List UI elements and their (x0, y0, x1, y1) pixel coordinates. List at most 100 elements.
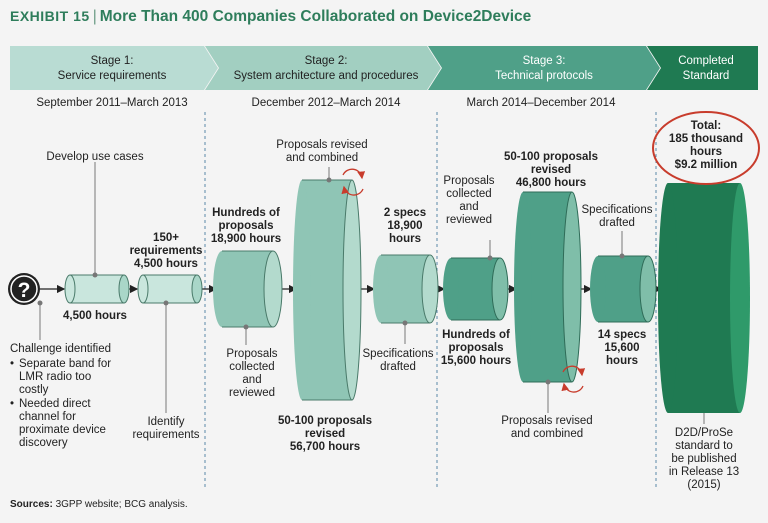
stage3-dates: March 2014–December 2014 (467, 97, 617, 109)
s3-collected-line2: collected (446, 188, 491, 200)
stage2-cylinder-small (213, 250, 283, 328)
stage2-cylinder-big (293, 179, 362, 401)
total-highlight-circle (652, 111, 760, 185)
challenge-bullets: • Separate band for LMR radio too costly… (10, 358, 111, 449)
s3-collected-line1: Proposals (443, 175, 494, 187)
s3-collected-line4: reviewed (446, 214, 492, 226)
final-line2: standard to (675, 440, 733, 452)
bullet2-line2: channel for (19, 411, 76, 423)
exhibit-number: Exhibit 15 (10, 8, 90, 24)
requirements-line3: 4,500 hours (134, 258, 198, 270)
stage-banner: Stage 1: Service requirements Stage 2: S… (10, 46, 758, 90)
s2-big-line2: revised (305, 428, 345, 440)
question-glyph: ? (18, 279, 31, 302)
s2-collected-line4: reviewed (229, 387, 275, 399)
identify-line1: Identify (147, 416, 184, 428)
develop-use-cases-label: Develop use cases (46, 151, 143, 163)
s3-drafted-line1: Specifications (582, 204, 653, 216)
bullet1-dot: • (10, 358, 14, 370)
leader-lines (39, 162, 705, 424)
stage1-line1: Stage 1: (91, 55, 134, 67)
s3-big-line2: revised (531, 164, 571, 176)
s3-hundreds-line2: proposals (449, 342, 504, 354)
s3-hundreds-line1: Hundreds of (442, 329, 510, 341)
s2-big-line1: 50-100 proposals (278, 415, 372, 427)
s3-collected-line3: and (459, 201, 478, 213)
stage2-chevron (205, 46, 441, 90)
s2-specs-line1: 2 specs (384, 207, 426, 219)
bullet2-dot: • (10, 398, 14, 410)
title-text: More Than 400 Companies Collaborated on … (99, 8, 532, 25)
s3-revised-line2: and combined (511, 428, 583, 440)
title-separator: | (92, 8, 97, 25)
requirements-line2: requirements (130, 245, 203, 257)
s3-specs-line1: 14 specs (598, 329, 647, 341)
final-line1: D2D/ProSe (675, 427, 733, 439)
stage3-cylinder-specs (590, 255, 657, 323)
total-line4: $9.2 million (675, 159, 738, 171)
s2-hundreds-line3: 18,900 hours (211, 233, 281, 245)
complete-cylinder (658, 183, 750, 413)
final-line3: be published (671, 453, 736, 465)
stage3-line1: Stage 3: (523, 55, 566, 67)
s3-specs-line2: 15,600 (604, 342, 639, 354)
stage1-cylinder-a (64, 274, 130, 304)
stage3-chevron (428, 46, 660, 90)
s2-collected-line2: collected (229, 361, 274, 373)
s2-drafted-line2: drafted (380, 361, 416, 373)
bullet2-line3: proximate device (19, 424, 106, 436)
challenge-label: Challenge identified (10, 343, 111, 355)
exhibit-title: Exhibit 15|More Than 400 Companies Colla… (10, 8, 531, 26)
s3-big-line1: 50-100 proposals (504, 151, 598, 163)
final-line4: in Release 13 (669, 466, 739, 478)
bullet1-line3: costly (19, 384, 49, 396)
s2-collected-line1: Proposals (226, 348, 277, 360)
s2-specs-line3: hours (389, 233, 421, 245)
requirements-line1: 150+ (153, 232, 179, 244)
s2-hundreds-line1: Hundreds of (212, 207, 280, 219)
leader-dots (37, 177, 625, 385)
s3-big-line3: 46,800 hours (516, 177, 586, 189)
complete-line2: Standard (683, 70, 730, 82)
stage2-line2: System architecture and procedures (234, 70, 419, 82)
revise-cycle-icon-2 (561, 365, 586, 393)
stage1-cylinder-b (137, 274, 203, 304)
sources-text: 3GPP website; BCG analysis. (55, 499, 188, 510)
s2-drafted-line1: Specifications (363, 348, 434, 360)
stage3-line2: Technical protocols (495, 70, 593, 82)
total-line2: 185 thousand (669, 133, 743, 145)
stage1-line2: Service requirements (58, 70, 167, 82)
stage3-cylinder-big (514, 191, 582, 383)
bullet2-line4: discovery (19, 437, 68, 449)
s2-big-line3: 56,700 hours (290, 441, 360, 453)
s2-specs-line2: 18,900 (387, 220, 422, 232)
stage3-cylinder-small (443, 257, 509, 321)
revise-cycle-icon-1 (341, 168, 366, 196)
complete-line1: Completed (678, 55, 734, 67)
s3-specs-line3: hours (606, 355, 638, 367)
s2-hundreds-line2: proposals (219, 220, 274, 232)
s2-revised-line2: and combined (286, 152, 358, 164)
total-line3: hours (690, 146, 722, 158)
stage1-dates: September 2011–March 2013 (36, 97, 187, 109)
identify-line2: requirements (132, 429, 199, 441)
s2-revised-line1: Proposals revised (276, 139, 367, 151)
s3-hundreds-line3: 15,600 hours (441, 355, 511, 367)
total-line1: Total: (691, 120, 721, 132)
stage2-cylinder-specs (373, 254, 439, 324)
stage2-dates: December 2012–March 2014 (252, 97, 402, 109)
final-line5: (2015) (687, 479, 720, 491)
bullet1-line2: LMR radio too (19, 371, 91, 383)
s3-drafted-line2: drafted (599, 217, 635, 229)
s2-collected-line3: and (242, 374, 261, 386)
stage1-hours-label: 4,500 hours (63, 310, 127, 322)
question-icon: ? (8, 273, 40, 305)
stage1-chevron (10, 46, 218, 90)
s3-revised-line1: Proposals revised (501, 415, 592, 427)
complete-chevron (647, 46, 758, 90)
bullet1-line1: Separate band for (19, 358, 111, 370)
sources-label: Sources: (10, 499, 53, 510)
stage2-line1: Stage 2: (305, 55, 348, 67)
bullet2-line1: Needed direct (19, 398, 91, 410)
